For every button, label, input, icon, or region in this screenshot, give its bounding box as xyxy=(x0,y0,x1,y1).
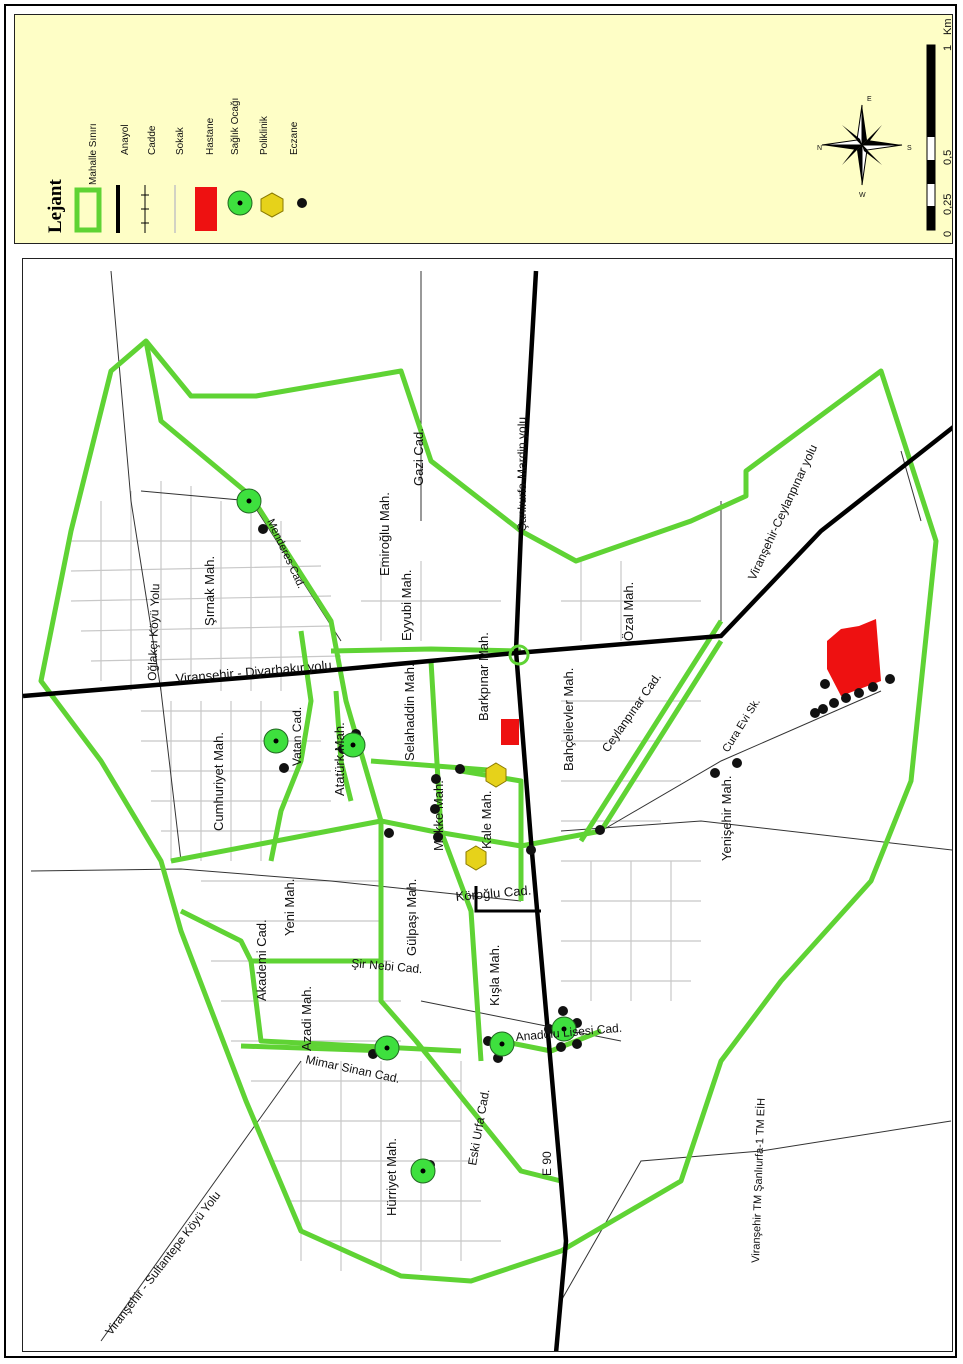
polyclinic-icon xyxy=(485,762,507,788)
pharmacy-icon xyxy=(558,1006,568,1016)
pharmacy-icon xyxy=(431,774,441,784)
legend-label-health-center: Sağlık Ocağı xyxy=(230,98,241,155)
pharmacy-icon xyxy=(854,688,864,698)
map-label: Gülpaşı Mah. xyxy=(404,879,419,956)
map-label: Yeni Mah. xyxy=(282,879,297,936)
roundabout xyxy=(508,644,530,666)
map-label: E 90 xyxy=(540,1151,554,1176)
koroglu-connector xyxy=(474,886,541,913)
pharmacy-icon xyxy=(526,845,536,855)
map-label: Oğlakçı Köyü Yolu xyxy=(145,583,162,681)
map-label: Özal Mah. xyxy=(621,582,636,641)
pharmacy-icon xyxy=(868,682,878,692)
map-label: Şanlıurfa-Mardin yolu xyxy=(515,417,529,531)
map-label: Kışla Mah. xyxy=(487,945,502,1006)
map-label: Akademi Cad. xyxy=(254,919,269,1001)
map-label: Emiroğlu Mah. xyxy=(377,492,392,576)
legend-hospital-symbol xyxy=(195,187,217,231)
map-label: Viranşehir - Sultantepe Köyü Yolu xyxy=(102,1189,223,1338)
legend-panel: Lejant Mahalle Sınırı Anayol Cadde Sokak… xyxy=(14,14,954,244)
map-label: Eyyubi Mah. xyxy=(399,569,414,641)
pharmacy-icon xyxy=(841,693,851,703)
main-roads xyxy=(23,270,952,1351)
pharmacy-icon xyxy=(279,763,289,773)
neighborhood-boundary xyxy=(38,338,939,1284)
map-label: Barkpınar Mah. xyxy=(476,632,491,721)
pharmacy-icon xyxy=(455,764,465,774)
pharmacy-icon xyxy=(885,674,895,684)
scale-unit: Km xyxy=(942,19,954,36)
map-svg: Şırnak Mah. Emiroğlu Mah. Gazi Cad. Eyyu… xyxy=(23,270,952,1351)
map-label: Kale Mah. xyxy=(479,790,494,849)
legend-label-boundary: Mahalle Sınırı xyxy=(88,123,99,185)
pharmacy-icon xyxy=(544,1024,554,1034)
map-label: Yenişehir Mah. xyxy=(719,775,734,861)
map-label: Bahçelievler Mah. xyxy=(561,668,576,771)
map-label: Selahaddin Mah. xyxy=(402,663,417,761)
compass-rose-icon xyxy=(821,104,903,186)
map-label: Köroğlu Cad. xyxy=(455,882,532,904)
legend-label-street: Sokak xyxy=(175,126,186,155)
pharmacy-icon xyxy=(258,524,268,534)
compass-w-label: W xyxy=(859,192,866,199)
pharmacy-icon xyxy=(810,708,820,718)
health-center-group xyxy=(236,488,577,1184)
map-label: Cumhuriyet Mah. xyxy=(211,732,226,831)
legend-svg: Lejant Mahalle Sınırı Anayol Cadde Sokak… xyxy=(45,19,954,238)
pharmacy-icon xyxy=(595,825,605,835)
legend-label-polyclinic: Poliklinik xyxy=(259,115,270,155)
hospital-icon xyxy=(501,719,519,745)
legend-title: Lejant xyxy=(45,179,66,234)
pharmacy-icon xyxy=(829,698,839,708)
street-network xyxy=(70,481,701,1271)
map-label: Gazi Cad. xyxy=(411,428,426,486)
scale-tick-025: 0,25 xyxy=(942,194,954,215)
compass-e-label: E xyxy=(867,96,872,103)
pharmacy-icon xyxy=(433,832,443,842)
pharmacy-icon xyxy=(818,704,828,714)
scale-tick-0: 0 xyxy=(942,231,954,237)
map-label: Mekke Mah. xyxy=(431,780,446,851)
avenues xyxy=(30,270,952,1342)
map-label: Şırnak Mah. xyxy=(202,556,217,626)
polyclinic-icon xyxy=(465,845,487,871)
legend-label-pharmacy: Eczane xyxy=(289,121,300,155)
legend-pharmacy-symbol xyxy=(297,198,307,208)
pharmacy-icon xyxy=(732,758,742,768)
scale-tick-05: 0,5 xyxy=(942,150,954,165)
map-label: Vatan Cad. xyxy=(290,707,304,766)
compass-s-label: S xyxy=(907,145,912,152)
map-label: Menderes Cad. xyxy=(264,517,307,590)
compass-n-label: N xyxy=(817,145,822,152)
legend-health-center-dot xyxy=(237,200,243,206)
map-label: Azadi Mah. xyxy=(299,986,314,1051)
legend-boundary-symbol xyxy=(74,187,102,233)
pharmacy-icon xyxy=(430,804,440,814)
legend-label-main-road: Anayol xyxy=(120,124,131,155)
map-label: Viranşehir TM Şanlıurfa-1 TM EİH xyxy=(749,1098,768,1263)
map-label: Şir Nebi Cad. xyxy=(351,956,423,976)
pharmacy-icon xyxy=(384,828,394,838)
legend-avenue-ticks xyxy=(141,194,149,224)
scale-bar xyxy=(926,44,936,231)
scale-tick-1: 1 xyxy=(942,45,954,51)
map-label: Atatürk Mah. xyxy=(332,722,347,796)
map-canvas: Şırnak Mah. Emiroğlu Mah. Gazi Cad. Eyyu… xyxy=(22,258,953,1352)
legend-label-hospital: Hastane xyxy=(205,117,216,155)
legend-label-avenue: Cadde xyxy=(147,125,158,155)
pharmacy-icon xyxy=(710,768,720,778)
hospital-icon xyxy=(827,619,881,696)
pharmacy-icon xyxy=(820,679,830,689)
pharmacy-icon xyxy=(572,1039,582,1049)
map-frame xyxy=(4,4,957,1358)
legend-polyclinic-symbol xyxy=(260,192,284,218)
pharmacy-icon xyxy=(556,1042,566,1052)
map-label: Hürriyet Mah. xyxy=(384,1138,399,1216)
